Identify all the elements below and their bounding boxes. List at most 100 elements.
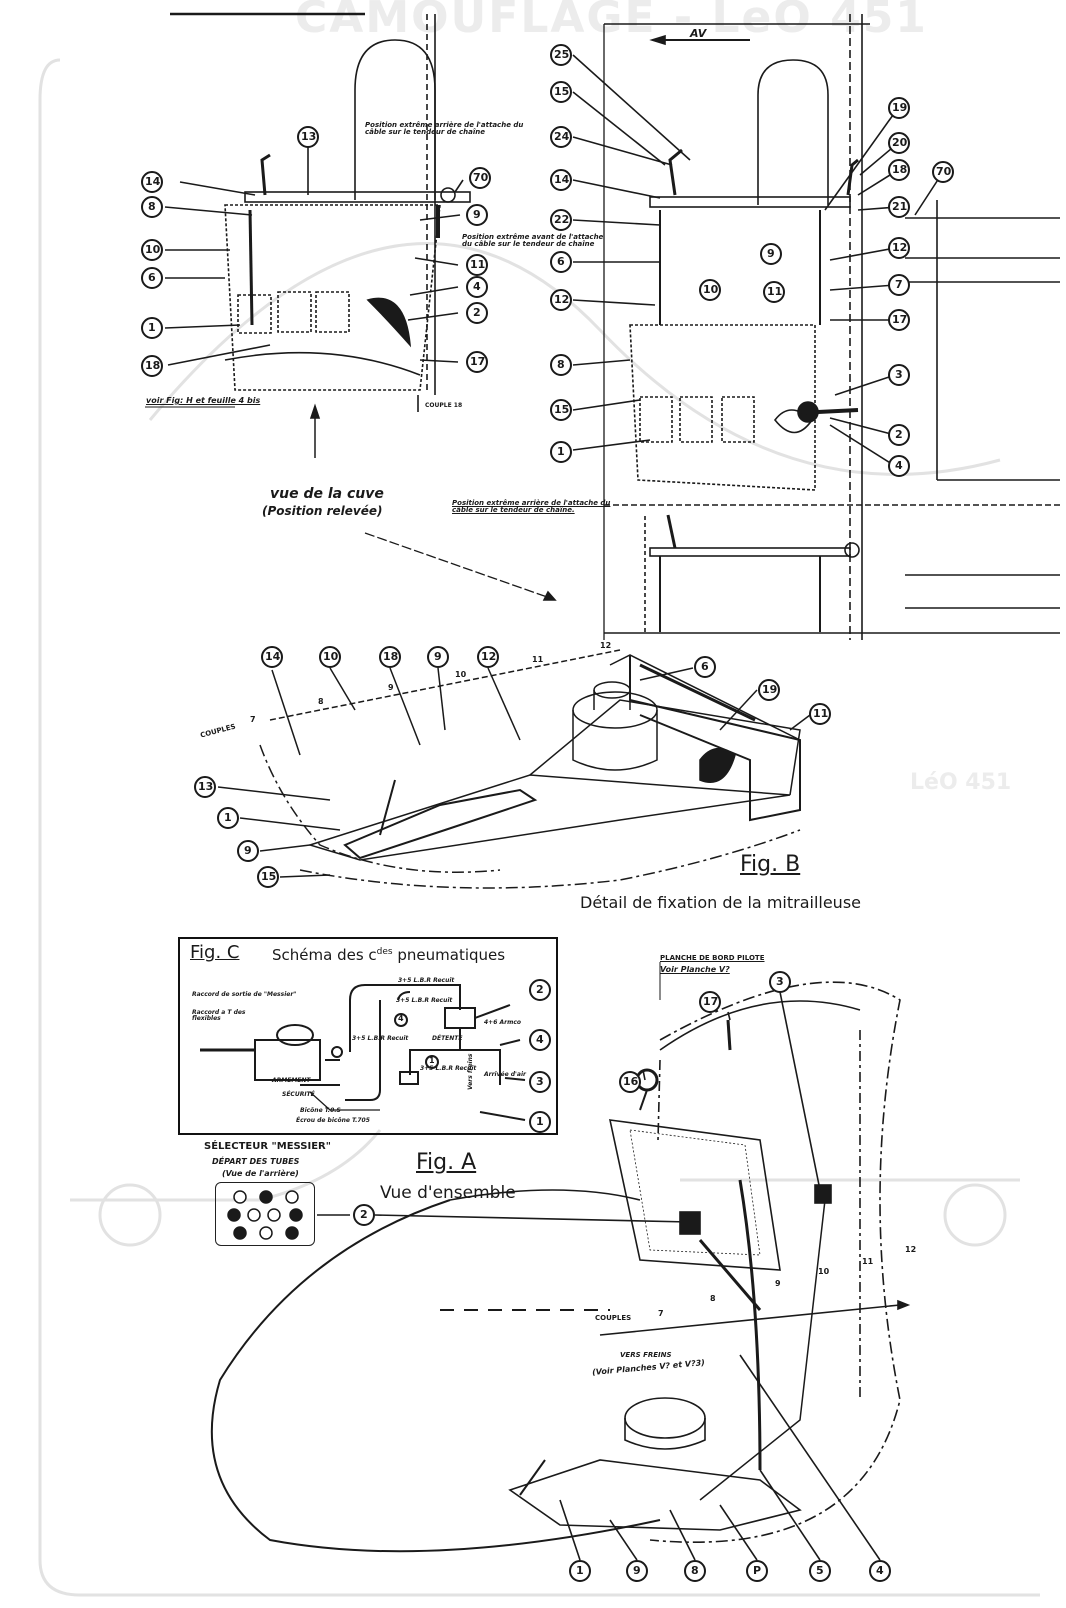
callout-tr-25: 25: [554, 48, 570, 61]
fig-c-note-arrivee-air: Arrivée d'air: [484, 1071, 526, 1078]
fig-c-note-armement: ARMEMENT: [272, 1077, 311, 1084]
figure-c-schematic: [200, 984, 526, 1121]
callout-tr-12b: 12: [892, 241, 908, 254]
fig-b-frame-7: 7: [250, 715, 256, 724]
fig-c-note-detente: DÉTENTE: [432, 1035, 463, 1042]
callout-tl-17: 17: [470, 355, 486, 368]
callout-tr-18: 18: [892, 163, 908, 176]
callout-tr-8: 8: [557, 358, 565, 371]
callout-b-9: 9: [434, 650, 442, 663]
callout-b-1: 1: [224, 811, 232, 824]
fig-c-note-messier-outlet: Raccord de sortie de "Messier": [192, 991, 297, 998]
fig-c-note-securite: SÉCURITÉ: [282, 1091, 315, 1098]
callout-tr-19: 19: [892, 101, 908, 114]
forward-arrow-label: AV: [690, 27, 707, 40]
fig-b-caption: Détail de fixation de la mitrailleuse: [580, 893, 861, 912]
watermark-header: CAMOUFLAGE - LeO 451: [295, 0, 928, 43]
callout-tl-8: 8: [148, 200, 156, 213]
callout-a-1: 1: [576, 1564, 584, 1577]
fig-b-frame-12: 12: [600, 641, 612, 650]
planche-title: PLANCHE DE BORD PILOTE: [660, 954, 765, 962]
tub-view-title: vue de la cuve: [270, 486, 384, 502]
callout-b-13: 13: [198, 780, 214, 793]
callout-tr-17: 17: [892, 313, 908, 326]
callout-tr-10: 10: [703, 283, 719, 296]
fig-a-title: Fig. A: [416, 1150, 477, 1175]
fig-c-heading-prefix: Schéma des c: [272, 946, 377, 964]
callout-tr-4: 4: [895, 459, 903, 472]
callout-c-4-small: 4: [398, 1014, 404, 1023]
callout-a-3: 3: [776, 975, 784, 988]
callout-b-11: 11: [813, 707, 829, 720]
fig-c-note-ecrou: Écrou de bicône T.705: [296, 1117, 370, 1124]
callout-c-3: 3: [536, 1075, 544, 1088]
note-rear-attach-position: Position extrême arrière de l'attache du…: [365, 121, 524, 136]
callout-tr-70: 70: [936, 165, 952, 178]
figure-cuve-raised: [145, 12, 557, 601]
callouts-fig-c: [394, 979, 551, 1133]
callout-tr-1: 1: [557, 445, 565, 458]
fig-a-caption: Vue d'ensemble: [380, 1183, 516, 1203]
fig-c-panel: [178, 937, 558, 1135]
fig-c-heading: Schéma des cdes pneumatiques: [272, 948, 505, 963]
fig-b-frame-10: 10: [455, 670, 467, 679]
fig-c-title: Fig. C: [190, 942, 240, 963]
callout-b-18: 18: [383, 650, 399, 663]
figure-b-gun-mount: [217, 649, 811, 889]
fig-b-frame-11: 11: [532, 655, 544, 664]
fig-c-note-vers-freins: Vers freins: [467, 1053, 474, 1090]
callout-tr-7: 7: [895, 278, 903, 291]
callout-b-6: 6: [701, 660, 709, 673]
fig-c-note-pipe-4: 3+5 L.B.R Recuit: [420, 1065, 477, 1072]
figure-cuve-positions: [572, 14, 1060, 640]
callout-c-1-small: 1: [429, 1056, 435, 1065]
callout-tr-2: 2: [895, 428, 903, 441]
callout-tl-10: 10: [145, 243, 161, 256]
callout-a-5: 5: [816, 1564, 824, 1577]
note-see-fig: voir Fig: H et feuille 4 bis: [146, 396, 261, 405]
fig-c-heading-suffix: pneumatiques: [392, 946, 506, 964]
fig-a-frame-12: 12: [905, 1245, 917, 1254]
selector-subtitle: DÉPART DES TUBES: [212, 1157, 300, 1166]
callout-tr-14: 14: [554, 173, 570, 186]
callouts-top-right: [550, 44, 954, 477]
callout-b-14: 14: [265, 650, 281, 663]
callout-a-4: 4: [876, 1564, 884, 1577]
note-rear-attach-position-2: Position extrême arrière de l'attache du…: [452, 499, 611, 514]
watermark-side-label: LéO 451: [910, 770, 1012, 795]
callout-b-9b: 9: [244, 844, 252, 857]
callout-tl-9: 9: [473, 208, 481, 221]
callout-a-16: 16: [623, 1075, 639, 1088]
callout-tr-9: 9: [767, 247, 775, 260]
figure-a-overview: [210, 962, 911, 1561]
fig-c-note-pipe-2: 3+5 L.B.R Recuit: [396, 997, 453, 1004]
callout-tr-6: 6: [557, 255, 565, 268]
couple-18-label: COUPLE 18: [425, 402, 463, 409]
fig-b-frame-9: 9: [388, 683, 394, 692]
callout-a-8: 8: [691, 1564, 699, 1577]
tub-view-subtitle: (Position relevée): [262, 504, 383, 518]
callout-tr-15a: 15: [554, 85, 570, 98]
fig-a-frame-11: 11: [862, 1257, 874, 1266]
messier-selector-plate: [215, 1182, 315, 1246]
ghost-aircraft: [38, 58, 1040, 1597]
callout-b-15: 15: [261, 870, 277, 883]
callout-tl-2: 2: [473, 306, 481, 319]
callout-tr-12a: 12: [554, 293, 570, 306]
callout-tl-6: 6: [148, 271, 156, 284]
planche-ref: Voir Planche V?: [660, 965, 730, 974]
callout-tl-18: 18: [145, 359, 161, 372]
fig-c-heading-sup: des: [376, 947, 393, 957]
fig-a-couples-label: COUPLES: [595, 1314, 632, 1322]
fig-c-note-t-fitting: Raccord a T des flexibles: [192, 1009, 246, 1022]
selector-title: SÉLECTEUR "MESSIER": [204, 1141, 331, 1152]
callout-tr-11: 11: [767, 285, 783, 298]
vers-freins-label: VERS FREINS: [620, 1351, 672, 1359]
callout-b-19: 19: [762, 683, 778, 696]
callouts-fig-b: [194, 646, 831, 888]
callout-a-17: 17: [703, 995, 719, 1008]
fig-b-frame-8: 8: [318, 697, 324, 706]
callout-tl-1: 1: [148, 321, 156, 334]
